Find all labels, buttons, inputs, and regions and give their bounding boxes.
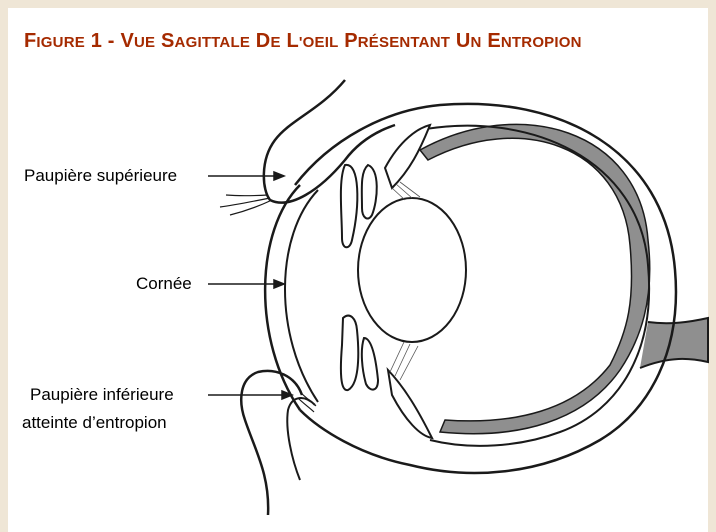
iris-upper [341,165,357,247]
cornea-inner [285,190,318,402]
iris-upper-2 [362,165,377,219]
label-lower-eyelid-line2: atteinte d’entropion [22,412,167,434]
lower-eyelid [241,371,302,515]
iris-lower-2 [362,338,378,390]
lens [358,198,466,342]
sclera-outer [295,104,676,473]
label-cornea: Cornée [136,273,192,295]
label-pointers [208,172,292,399]
eyelashes-upper [220,195,272,215]
label-lower-eyelid-line1: Paupière inférieure [30,384,174,406]
cornea-outer [265,185,300,410]
iris-lower [341,316,358,390]
ciliary-body-upper [385,125,430,188]
ciliary-body-lower [388,370,432,438]
label-upper-eyelid: Paupière supérieure [24,165,177,187]
